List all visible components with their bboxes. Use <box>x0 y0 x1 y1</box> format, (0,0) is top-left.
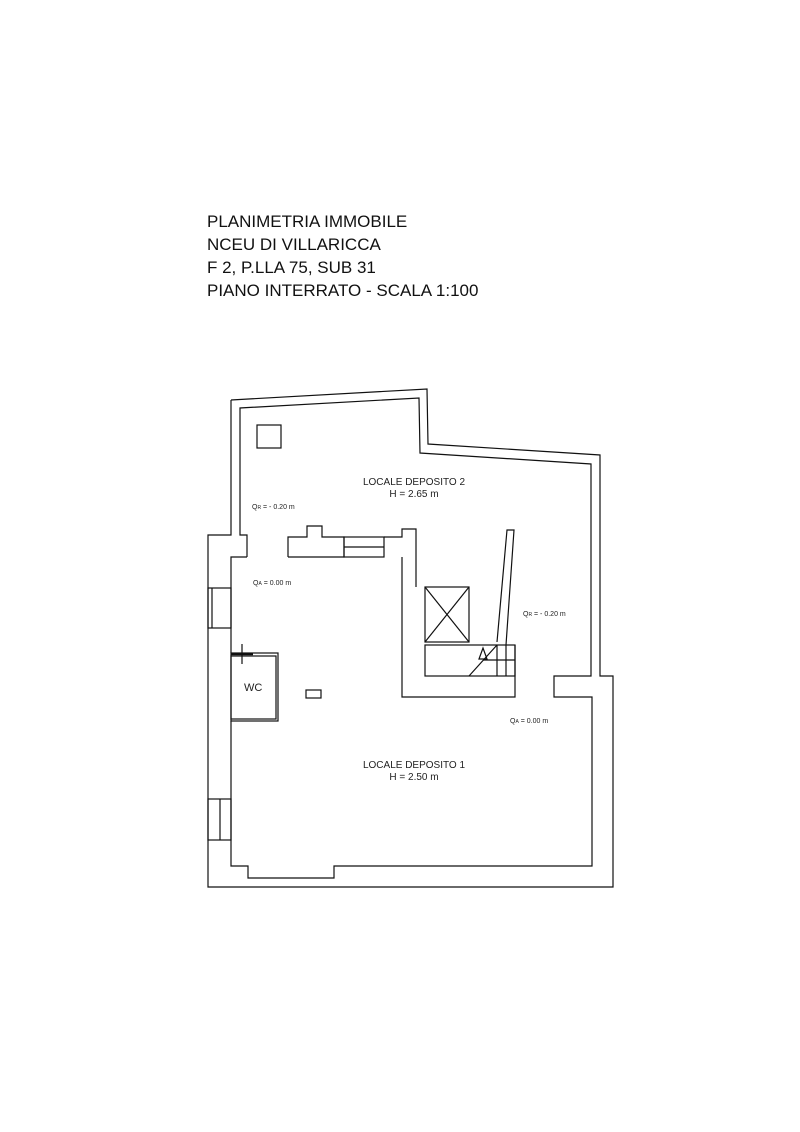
stair-arrow-line <box>468 644 498 677</box>
inner-wall <box>230 397 593 879</box>
outer-wall <box>207 388 614 888</box>
wc-inner <box>230 655 277 720</box>
plan-title: PLANIMETRIA IMMOBILE NCEU DI VILLARICCA … <box>207 210 478 302</box>
room-height: H = 2.65 m <box>389 489 439 500</box>
wc-label: WC <box>244 682 263 694</box>
elevator-cross-2 <box>424 586 470 643</box>
partition-wall <box>287 525 345 558</box>
floor-drain <box>305 689 322 699</box>
title-line-1: PLANIMETRIA IMMOBILE <box>207 212 408 231</box>
room-height: H = 2.50 m <box>389 772 439 783</box>
title-line-2: NCEU DI VILLARICCA <box>207 235 381 254</box>
title-line-3: F 2, P.LLA 75, SUB 31 <box>207 258 376 277</box>
room-label-deposito-2: LOCALE DEPOSITO 2 H = 2.65 m <box>363 477 465 501</box>
level-label: QR = - 0.20 m <box>252 504 295 511</box>
partition-wall-2 <box>384 528 417 587</box>
window-upper <box>207 587 232 629</box>
room-name: LOCALE DEPOSITO 1 <box>362 760 466 771</box>
title-line-4: PIANO INTERRATO - SCALA 1:100 <box>207 281 479 300</box>
inner-wall-left-upper <box>230 556 247 653</box>
elevator-shaft <box>424 586 470 643</box>
room-label-deposito-1: LOCALE DEPOSITO 1 H = 2.50 m <box>363 760 465 784</box>
stair-arrow-icon <box>478 646 488 660</box>
level-label: QR = - 0.20 m <box>523 611 566 618</box>
skylight <box>256 424 282 449</box>
diagonal-wall <box>496 529 515 646</box>
level-label: QA = 0.00 m <box>510 718 549 725</box>
room-name: LOCALE DEPOSITO 2 <box>362 477 466 488</box>
level-label: QA = 0.00 m <box>253 580 292 587</box>
